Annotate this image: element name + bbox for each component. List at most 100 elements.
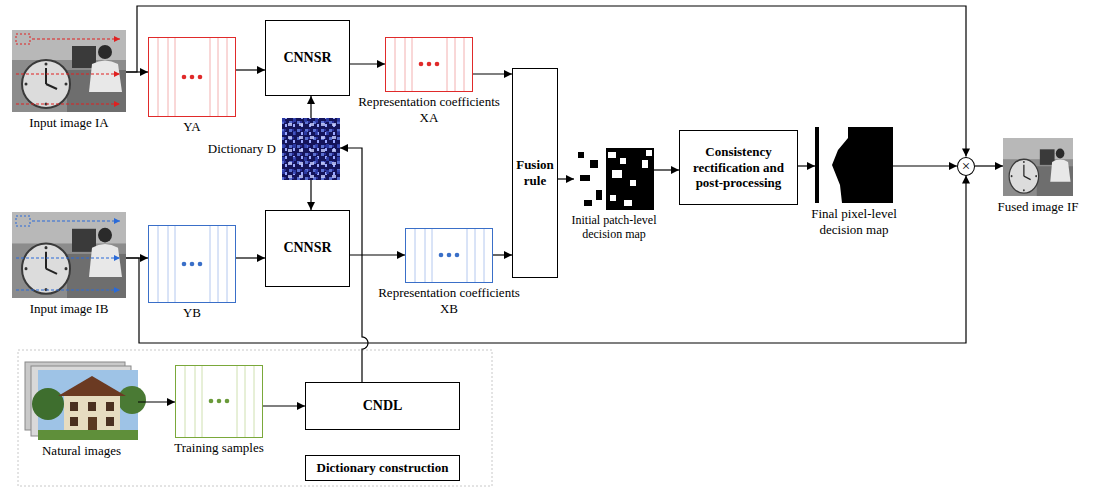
dictionary-image: Dictionary D bbox=[282, 118, 340, 180]
grass bbox=[38, 430, 138, 440]
multiply-node: × bbox=[957, 157, 975, 176]
dot bbox=[182, 262, 187, 267]
sliding-window bbox=[16, 216, 30, 226]
node-label: Input image IA bbox=[29, 115, 108, 131]
window bbox=[106, 402, 114, 411]
dot bbox=[198, 75, 203, 80]
flow-arrow bbox=[975, 165, 1003, 166]
map-block bbox=[630, 180, 636, 186]
map-block bbox=[580, 175, 590, 181]
map-block bbox=[612, 170, 622, 178]
flow-arrow bbox=[493, 254, 512, 255]
dot bbox=[198, 262, 203, 267]
scan-arrow bbox=[16, 74, 120, 75]
dot bbox=[225, 399, 230, 404]
scan-arrow bbox=[16, 258, 120, 259]
scan-arrow bbox=[16, 104, 120, 105]
matrix-columns bbox=[415, 228, 484, 283]
map-block bbox=[584, 200, 592, 206]
tree bbox=[118, 386, 146, 414]
house bbox=[64, 394, 120, 432]
atom-grid bbox=[282, 118, 340, 180]
flow-arrow bbox=[473, 73, 512, 74]
flow-arrow bbox=[798, 165, 815, 166]
map-block bbox=[596, 190, 602, 200]
matrix-columns bbox=[158, 225, 227, 303]
tree bbox=[32, 388, 64, 420]
dot bbox=[190, 262, 195, 267]
scan-arrow bbox=[32, 221, 120, 222]
matrix-columns bbox=[158, 37, 227, 117]
map-block bbox=[646, 150, 652, 156]
flow-arrow bbox=[350, 254, 405, 255]
box-text: × bbox=[962, 159, 970, 174]
patch-matrix: YA bbox=[148, 37, 236, 117]
box-text: CNDL bbox=[363, 398, 403, 415]
natural-images: Natural images bbox=[25, 362, 138, 440]
process-box: Consistency rectification and post-proce… bbox=[679, 130, 798, 205]
node-label: Representation coefficients XB bbox=[368, 285, 530, 316]
process-box: CNNSR bbox=[265, 20, 350, 96]
node-label: YA bbox=[183, 119, 200, 135]
input-photo bbox=[12, 212, 126, 298]
house-photo bbox=[32, 370, 146, 440]
node-label: Representation coefficients XA bbox=[348, 94, 510, 125]
flow-arrow bbox=[236, 257, 265, 258]
roof bbox=[58, 376, 126, 396]
node-label: Final pixel-level decision map bbox=[794, 206, 914, 237]
window bbox=[70, 402, 78, 411]
coefficient-matrix: Representation coefficients XA bbox=[385, 37, 473, 92]
flow-arrow bbox=[263, 405, 305, 406]
atom-grid bbox=[282, 118, 340, 180]
decision-map: Final pixel-level decision map bbox=[815, 127, 893, 203]
fused-image: Fused image IF bbox=[1003, 138, 1073, 196]
dot bbox=[435, 62, 440, 67]
scan-arrow bbox=[16, 290, 120, 291]
caption-box: Dictionary construction bbox=[305, 455, 460, 481]
map-block bbox=[642, 160, 648, 168]
flow-arrow bbox=[350, 63, 385, 64]
photo bbox=[12, 212, 126, 298]
region-outline bbox=[18, 350, 492, 486]
natural-images-stack bbox=[25, 362, 146, 440]
dot bbox=[190, 75, 195, 80]
dot bbox=[447, 253, 452, 258]
box-text: Fusion rule bbox=[515, 157, 555, 188]
node-label: Fused image IF bbox=[998, 199, 1079, 215]
door bbox=[88, 417, 97, 432]
patch-matrix: YB bbox=[148, 225, 236, 303]
map-block bbox=[578, 152, 584, 158]
initial-map-image bbox=[574, 148, 654, 210]
node-label: Training samples bbox=[174, 440, 263, 456]
final-map-image bbox=[815, 127, 893, 203]
map-block bbox=[624, 200, 632, 206]
process-box: CNDL bbox=[305, 382, 460, 430]
input-photo bbox=[12, 30, 126, 112]
sample-matrix: Training samples bbox=[175, 365, 263, 438]
dot bbox=[427, 62, 432, 67]
box-text: CNNSR bbox=[283, 50, 331, 67]
fusion-box: Fusion rule bbox=[512, 68, 558, 278]
node-label: Natural images bbox=[42, 443, 121, 459]
photo bbox=[12, 30, 126, 112]
flow-arrow bbox=[236, 69, 265, 70]
node-label: Input image IB bbox=[30, 301, 109, 317]
dot bbox=[439, 253, 444, 258]
node-label: Initial patch-level decision map bbox=[556, 213, 672, 242]
map-block bbox=[608, 152, 616, 158]
node-label: Dictionary D bbox=[208, 141, 276, 157]
box-text: Consistency rectification and post-proce… bbox=[683, 144, 794, 191]
connectors bbox=[126, 6, 1003, 406]
input-image: Input image IA bbox=[12, 30, 126, 112]
fused-photo bbox=[1003, 138, 1073, 196]
flow-arrow bbox=[893, 165, 957, 166]
flow-arrow bbox=[138, 401, 175, 402]
process-box: CNNSR bbox=[265, 210, 350, 287]
matrix-columns bbox=[395, 37, 464, 92]
map-block bbox=[590, 160, 598, 168]
dot bbox=[217, 399, 222, 404]
map-ground bbox=[815, 127, 893, 203]
map-block bbox=[574, 148, 606, 210]
dot bbox=[209, 399, 214, 404]
